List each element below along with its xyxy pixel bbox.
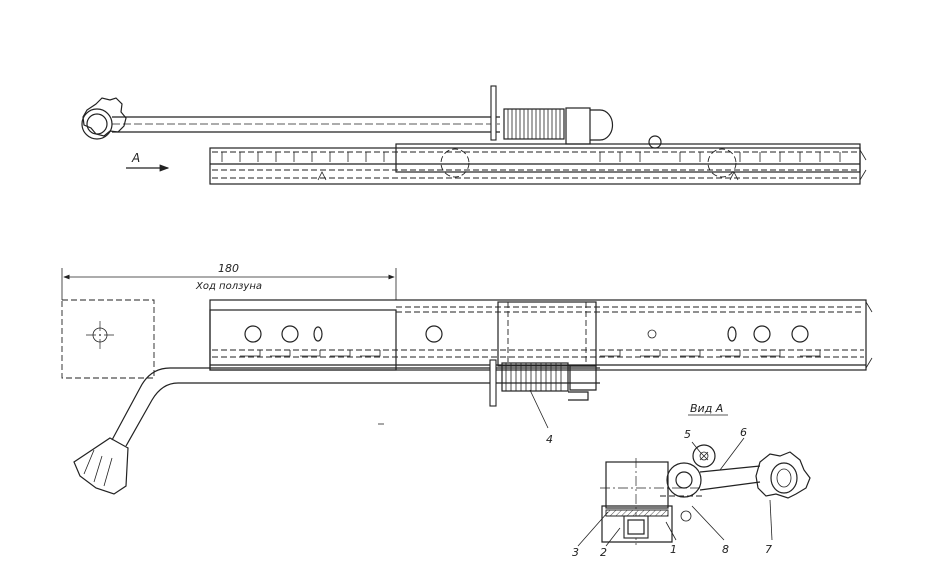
front-rail [209,299,873,371]
callout-5: 5 [684,428,691,441]
detail-view-a: Вид А 5 6 7 8 [572,402,811,559]
end-position-ghost [61,299,155,379]
top-rail [209,135,867,185]
callout-8: 8 [722,543,729,556]
front-carriage [497,301,597,367]
stroke-dimension: 180 Ход ползуна [61,262,397,300]
callout-1: 1 [670,543,677,556]
callout-4: 4 [529,389,553,446]
callout-6: 6 [740,426,747,439]
arrow-view-label: A [131,151,140,165]
front-rod [73,359,600,495]
front-handle [73,437,129,495]
top-rod [112,85,614,145]
top-view: A [81,85,867,185]
view-title: Вид А [690,402,723,415]
callout-3: 3 [572,546,579,559]
front-view: 4 [61,299,873,495]
top-spring [507,109,561,139]
view-arrow: A [126,151,170,172]
callout-7: 7 [765,543,772,556]
dimension-caption: Ход ползуна [195,281,262,292]
dimension-value: 180 [218,262,239,275]
callout-4-label: 4 [546,433,553,446]
callout-2: 2 [600,546,607,559]
top-knob [81,97,127,140]
